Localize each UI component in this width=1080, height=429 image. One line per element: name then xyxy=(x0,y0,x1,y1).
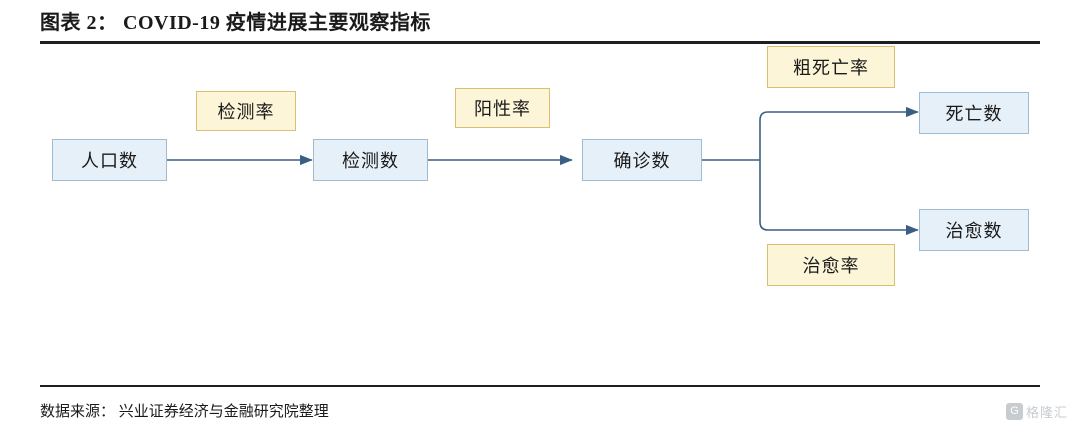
flow-diagram: 人口数 检测数 确诊数 死亡数 治愈数 检测率 阳性率 粗死亡率 治愈率 xyxy=(0,46,1080,380)
watermark: G 格隆汇 xyxy=(1005,402,1068,421)
node-confirmed[interactable]: 确诊数 xyxy=(582,139,702,181)
node-cure-rate[interactable]: 治愈率 xyxy=(767,244,895,286)
node-recovered[interactable]: 治愈数 xyxy=(919,209,1029,251)
node-test-rate[interactable]: 检测率 xyxy=(196,91,296,131)
node-tested[interactable]: 检测数 xyxy=(313,139,428,181)
node-positive-rate[interactable]: 阳性率 xyxy=(455,88,550,128)
diagram-connectors xyxy=(167,106,919,236)
node-cfr[interactable]: 粗死亡率 xyxy=(767,46,895,88)
node-deaths[interactable]: 死亡数 xyxy=(919,92,1029,134)
title-divider xyxy=(40,41,1040,44)
page-title: 图表 2： COVID-19 疫情进展主要观察指标 xyxy=(40,12,431,34)
watermark-logo-icon: G xyxy=(1005,403,1023,420)
footer-divider xyxy=(40,385,1040,387)
watermark-label: 格隆汇 xyxy=(1025,405,1068,420)
source-note: 数据来源： 兴业证券经济与金融研究院整理 xyxy=(40,404,329,420)
node-population[interactable]: 人口数 xyxy=(52,139,167,181)
